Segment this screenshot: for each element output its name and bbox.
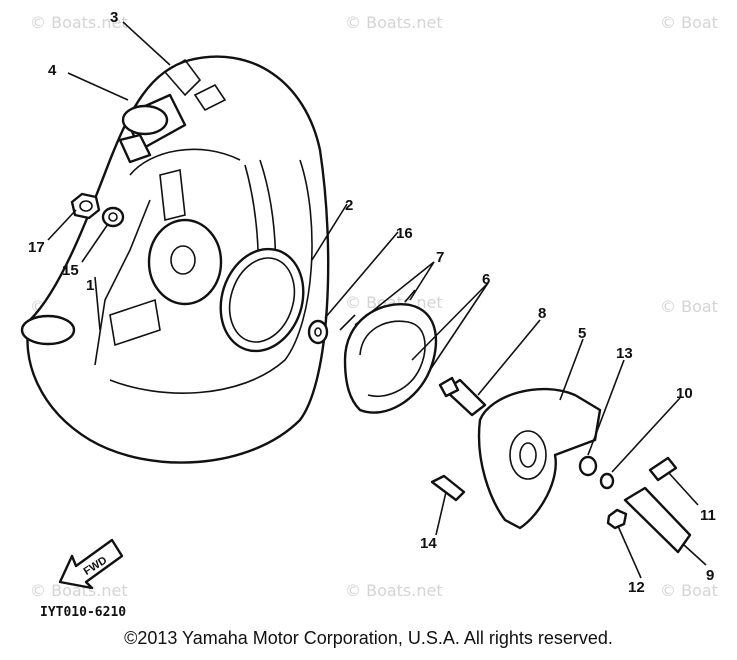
callout-7: 7 <box>436 249 444 266</box>
callout-5: 5 <box>578 325 586 342</box>
bolt-part-11 <box>648 456 678 482</box>
callout-11: 11 <box>700 507 716 524</box>
callout-17: 17 <box>28 239 45 256</box>
callout-numbers: 1 2 3 4 5 6 7 8 9 10 11 12 13 14 15 16 1… <box>28 9 716 596</box>
watermark: © Boats.net <box>345 581 443 600</box>
callout-9: 9 <box>706 567 714 584</box>
callout-8: 8 <box>538 305 546 322</box>
callout-2: 2 <box>345 197 353 214</box>
parts-diagram: © Boats.net © Boats.net © Boat © Boats.n… <box>20 9 718 620</box>
watermark: © Boats.net <box>345 13 443 32</box>
callout-1: 1 <box>86 277 94 294</box>
callout-3: 3 <box>110 9 118 26</box>
seal-ring-part-2 <box>219 247 305 353</box>
diagram-code: IYT010-6210 <box>40 605 126 620</box>
watermark: © Boat <box>660 13 718 32</box>
brake-plate-part-5 <box>477 387 602 530</box>
watermark: © Boat <box>660 297 718 316</box>
callout-14: 14 <box>420 535 437 552</box>
callout-16: 16 <box>396 225 413 242</box>
brake-shoe-part-6 <box>339 289 438 414</box>
washer-part-10 <box>599 472 615 490</box>
watermark: © Boats.net <box>30 13 128 32</box>
callout-15: 15 <box>62 262 79 279</box>
leader-lines <box>47 21 707 579</box>
callout-4: 4 <box>48 62 57 79</box>
washer-part-13 <box>578 455 598 477</box>
valve-part <box>118 58 227 164</box>
copyright-notice: ©2013 Yamaha Motor Corporation, U.S.A. A… <box>124 628 613 648</box>
washer-part-15 <box>101 206 125 228</box>
washer-part-16 <box>307 319 329 345</box>
callout-13: 13 <box>616 345 633 362</box>
nut-part-12 <box>606 508 628 530</box>
bolt-part-14 <box>430 474 466 502</box>
callout-6: 6 <box>482 271 490 288</box>
watermark: © Boat <box>660 581 718 600</box>
camshaft-part-8 <box>438 376 487 417</box>
brake-arm-part-9 <box>623 486 692 554</box>
callout-12: 12 <box>628 579 645 596</box>
callout-10: 10 <box>676 385 693 402</box>
nut-part-17 <box>70 192 101 220</box>
watermark: © Boats.net <box>30 581 128 600</box>
